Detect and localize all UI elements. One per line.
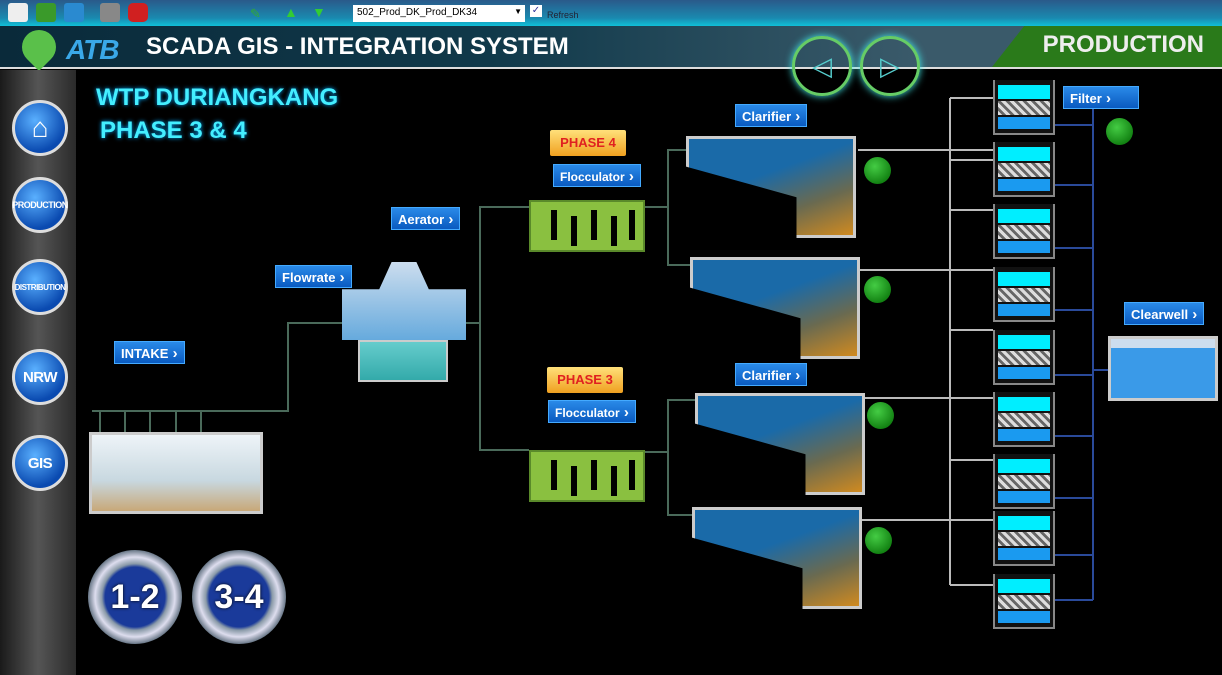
aerator-button[interactable]: Aerator: [391, 207, 461, 230]
intake-button[interactable]: INTAKE: [114, 341, 185, 364]
filter-unit: [993, 80, 1055, 135]
section-title: PRODUCTION: [992, 26, 1222, 67]
filter-button[interactable]: Filter: [1063, 86, 1139, 109]
aerator-tank: [358, 340, 448, 382]
arrow-down-icon[interactable]: ▼: [312, 4, 326, 20]
back-button[interactable]: ◁: [792, 36, 852, 96]
monitor-icon[interactable]: [8, 3, 28, 22]
sidebar-item-distribution[interactable]: DISTRIBUTION: [12, 259, 68, 315]
station-dropdown[interactable]: 502_Prod_DK_Prod_DK34 ▼: [353, 5, 525, 22]
refresh-checkbox[interactable]: ✓: [530, 5, 542, 17]
flocculator-phase4-button[interactable]: Flocculator: [553, 164, 641, 187]
forward-button[interactable]: ▷: [860, 36, 920, 96]
home-button[interactable]: ⌂: [12, 100, 68, 156]
printer-icon[interactable]: [100, 3, 120, 22]
sidebar-item-nrw[interactable]: NRW: [12, 349, 68, 405]
spreadsheet-icon[interactable]: [36, 3, 56, 22]
clarifier-phase3-button[interactable]: Clarifier: [735, 363, 808, 386]
chevron-down-icon: ▼: [514, 7, 522, 16]
filter-unit: [993, 142, 1055, 197]
home-icon: ⌂: [31, 112, 49, 143]
filter-unit: [993, 204, 1055, 259]
toolbar: ✎ ▲ ▼ 502_Prod_DK_Prod_DK34 ▼ ✓ Refresh: [0, 0, 1222, 26]
phase-4-label: PHASE 4: [550, 130, 626, 156]
status-indicator: [864, 157, 891, 184]
flowrate-button[interactable]: Flowrate: [275, 265, 352, 288]
clearwell-tank: [1108, 336, 1218, 401]
document-icon[interactable]: [64, 3, 84, 22]
phase-3-label: PHASE 3: [547, 367, 623, 393]
edit-icon[interactable]: ✎: [250, 6, 261, 21]
flocculator-phase3: [529, 450, 645, 502]
flocculator-phase3-button[interactable]: Flocculator: [548, 400, 636, 423]
status-indicator: [865, 527, 892, 554]
status-indicator: [867, 402, 894, 429]
filter-unit: [993, 511, 1055, 566]
filter-unit: [993, 330, 1055, 385]
power-icon[interactable]: [128, 3, 148, 22]
filter-unit: [993, 454, 1055, 509]
flocculator-phase4: [529, 200, 645, 252]
filter-unit: [993, 574, 1055, 629]
sidebar-item-production[interactable]: PRODUCTION: [12, 177, 68, 233]
logo: ATB: [66, 34, 119, 65]
sidebar-item-gis[interactable]: GIS: [12, 435, 68, 491]
intake-tank: [89, 432, 263, 514]
plant-phase: PHASE 3 & 4: [100, 117, 247, 144]
status-indicator: [864, 276, 891, 303]
arrow-up-icon[interactable]: ▲: [284, 4, 298, 20]
filter-status-indicator: [1106, 118, 1133, 145]
filter-unit: [993, 392, 1055, 447]
plant-name: WTP DURIANGKANG: [96, 84, 339, 111]
filter-unit: [993, 267, 1055, 322]
phase-1-2-button[interactable]: 1-2: [88, 550, 182, 644]
app-title: SCADA GIS - INTEGRATION SYSTEM: [146, 33, 569, 60]
clarifier-phase4-button[interactable]: Clarifier: [735, 104, 808, 127]
phase-3-4-button[interactable]: 3-4: [192, 550, 286, 644]
clearwell-button[interactable]: Clearwell: [1124, 302, 1205, 325]
refresh-label: Refresh: [547, 10, 579, 20]
dropdown-value: 502_Prod_DK_Prod_DK34: [357, 7, 478, 18]
